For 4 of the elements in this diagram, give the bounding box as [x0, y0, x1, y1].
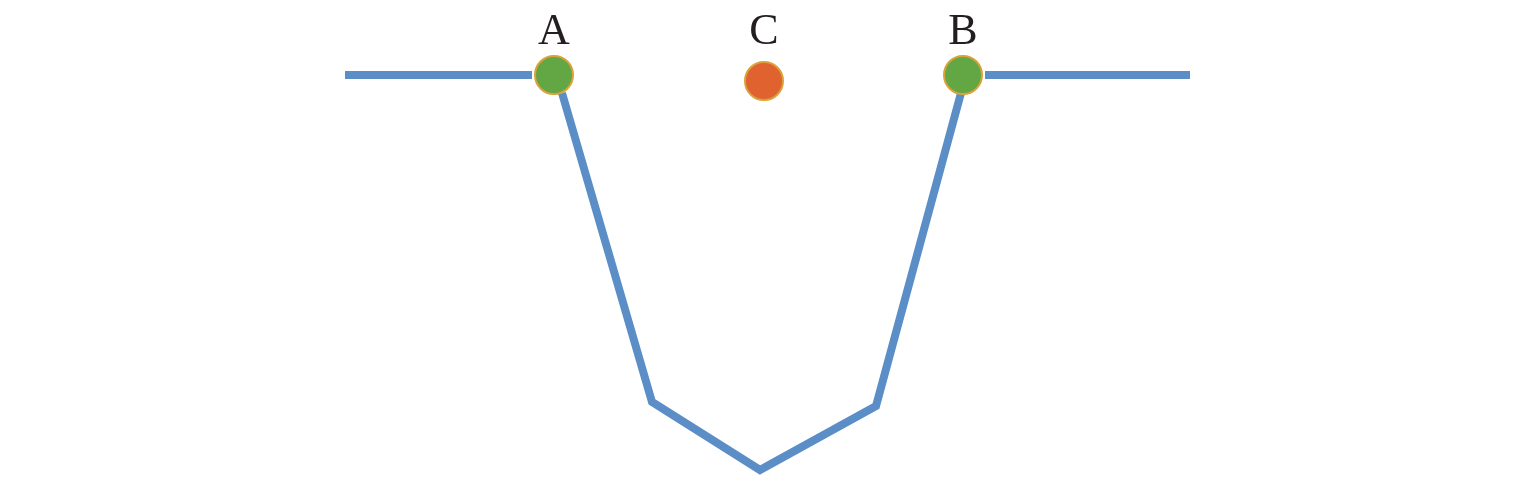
point-label: A	[538, 8, 570, 52]
point-label: C	[749, 8, 779, 52]
line	[558, 91, 965, 475]
point-label: B	[948, 8, 978, 52]
